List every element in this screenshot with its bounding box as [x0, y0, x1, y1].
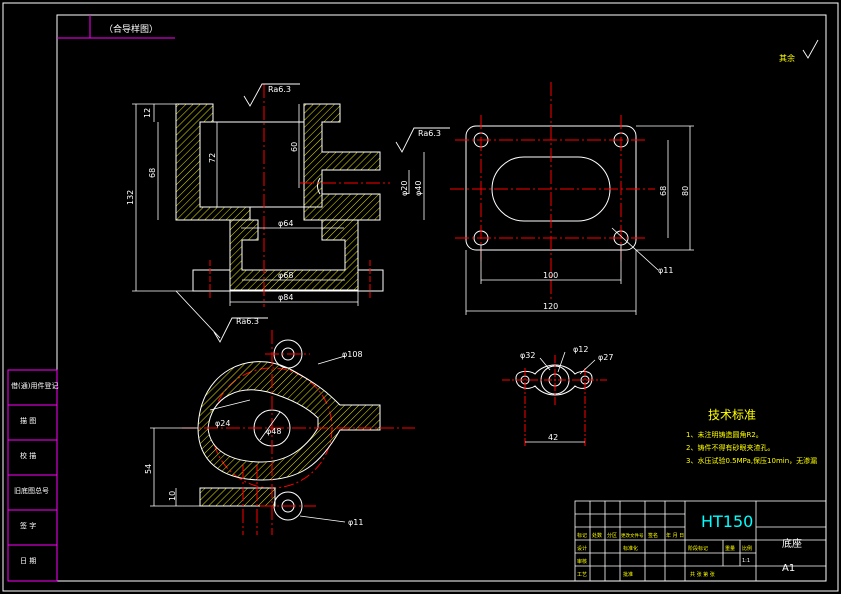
tb-sheets: 共 张 第 张	[690, 571, 715, 578]
dim-d68: φ68	[278, 271, 293, 280]
roughness-top: Ra6.3	[268, 85, 291, 94]
tech-title: 技术标准	[708, 408, 756, 422]
tb-sheet: A1	[782, 563, 795, 574]
tb-standard: 标准化	[623, 545, 638, 552]
tb-scale-val: 1:1	[742, 558, 750, 564]
tb-row1-4: 签名	[648, 532, 658, 539]
strip-3: 旧底图总号	[14, 486, 49, 495]
dim-12: 12	[143, 108, 152, 118]
strip-5: 日 期	[20, 557, 36, 565]
flange-view	[450, 82, 694, 315]
plan-dim-d11: φ11	[348, 518, 363, 527]
tb-row1-0: 标记	[577, 532, 587, 539]
tech-item-3: 3、水压试验0.5MPa,保压10min，无渗漏	[686, 456, 817, 465]
plan-dim-d48: φ48	[266, 427, 281, 436]
inner-frame	[56, 14, 827, 582]
flange-dim-100: 100	[543, 271, 558, 280]
tb-check: 审核	[577, 558, 587, 565]
plan-view	[150, 330, 415, 535]
dim-d20: φ20	[400, 181, 409, 196]
left-strip	[7, 369, 58, 582]
detail-dim-d27: φ27	[598, 353, 613, 362]
dim-68: 68	[148, 168, 157, 178]
plan-dim-d108: φ108	[342, 350, 363, 359]
roughness-right: Ra6.3	[418, 129, 441, 138]
tb-process: 工艺	[577, 572, 587, 578]
detail-dim-d12: φ12	[573, 345, 588, 354]
strip-1: 描 图	[20, 416, 36, 425]
strip-2: 校 描	[20, 451, 36, 460]
plan-dim-r24: φ24	[215, 419, 230, 428]
top-label: （合导样图）	[104, 23, 158, 35]
tb-row1-2: 分区	[607, 532, 617, 539]
flange-dim-80: 80	[681, 186, 690, 196]
detail-view	[502, 351, 607, 448]
tech-item-2: 2、铸件不得有砂眼夹渣孔。	[686, 443, 774, 452]
flange-dim-120: 120	[543, 302, 558, 311]
tb-row1-3: 更改文件号	[621, 532, 644, 539]
dim-d40: φ40	[414, 181, 423, 196]
tb-approve: 批准	[623, 571, 633, 578]
section-view	[175, 84, 390, 307]
section-dims	[132, 103, 425, 306]
roughness-corner: 其余	[779, 53, 795, 63]
dim-72: 72	[208, 153, 217, 163]
strip-4: 签 字	[20, 521, 36, 530]
tech-item-1: 1、未注明铸造圆角R2。	[686, 430, 763, 439]
plan-dim-10: 10	[168, 491, 177, 501]
tb-design: 设计	[577, 545, 587, 552]
dim-d64: φ64	[278, 219, 293, 228]
plan-dim-54: 54	[144, 464, 153, 474]
flange-dim-d11: φ11	[658, 266, 673, 275]
tb-part-name: 底座	[782, 537, 802, 550]
title-block	[574, 500, 827, 582]
tb-row1-5: 年 月 日	[666, 532, 684, 539]
dim-132: 132	[126, 190, 135, 205]
dim-d84: φ84	[278, 293, 293, 302]
tb-scale: 比例	[742, 545, 752, 552]
tb-row1-1: 处数	[592, 532, 602, 539]
detail-dim-42: 42	[548, 433, 558, 442]
tb-stage: 阶段标记	[688, 545, 708, 552]
roughness-symbols	[175, 39, 819, 343]
strip-0: 借(通)用件登记	[11, 381, 58, 390]
flange-dim-68: 68	[659, 186, 668, 196]
dim-60: 60	[290, 142, 299, 152]
roughness-bottom: Ra6.3	[236, 317, 259, 326]
detail-dim-d32: φ32	[520, 351, 535, 360]
tb-material: HT150	[701, 512, 753, 531]
tb-weight: 重量	[725, 545, 735, 552]
